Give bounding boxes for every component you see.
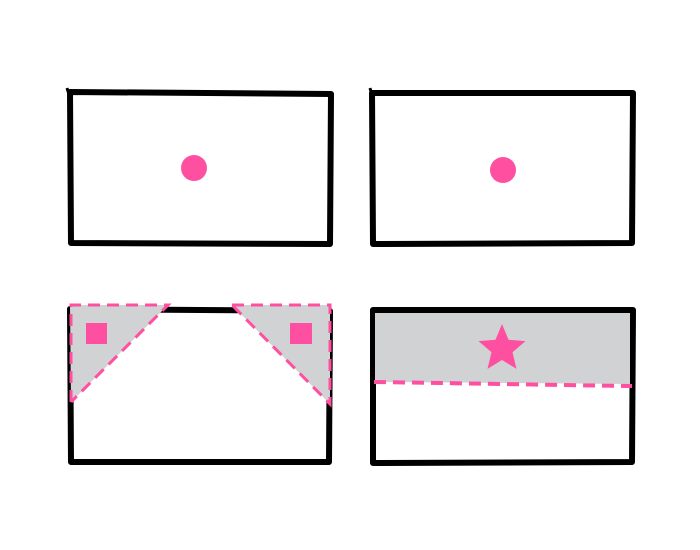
panel-top-left <box>65 87 334 247</box>
frame-sketch-tick <box>65 87 72 99</box>
dashed-boundary-left <box>69 303 172 404</box>
panel-bottom-left <box>67 303 333 465</box>
dashed-boundary-line <box>373 380 633 388</box>
dashed-boundary-right <box>230 303 332 408</box>
frame-sketch-tick <box>368 87 375 100</box>
panel-top-right <box>368 87 636 247</box>
square-icon <box>86 323 107 344</box>
circle-icon <box>490 157 516 183</box>
star-icon <box>478 324 526 369</box>
square-icon <box>290 323 312 344</box>
circle-icon <box>181 155 207 181</box>
panel-bottom-right <box>370 307 636 466</box>
